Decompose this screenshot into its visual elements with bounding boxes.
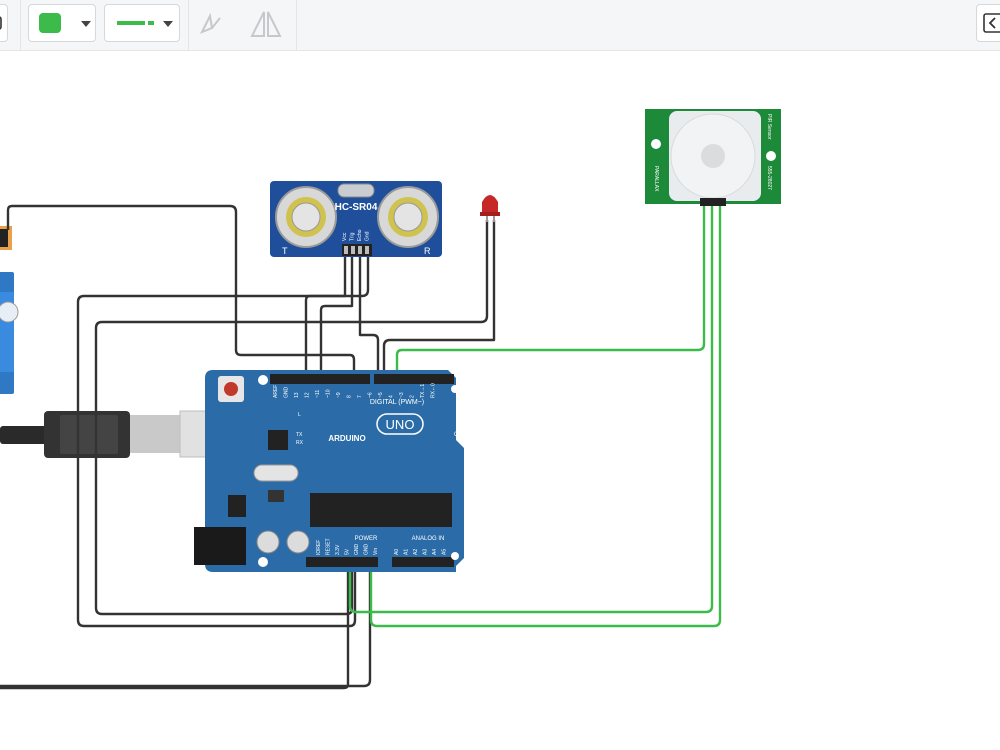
arduino-l-label: L [298, 412, 301, 418]
digital-pin-label: ~9 [336, 392, 342, 398]
digital-pin-label: 8 [347, 395, 353, 398]
panel-icon [0, 16, 2, 30]
analog-pin-label: A3 [423, 549, 429, 555]
power-pin-label: RESET [326, 538, 332, 555]
digital-pin-label: ~10 [326, 389, 332, 398]
ultrasonic-pin-label: Vcc [342, 232, 348, 241]
arduino-model: UNO [386, 417, 415, 432]
toolbar [0, 0, 1000, 51]
ultrasonic-pin-label: Trig [350, 232, 356, 241]
power-pin-label: GND [364, 544, 370, 556]
analog-label: ANALOG IN [412, 536, 445, 542]
analog-pin-label: A5 [442, 549, 448, 555]
digital-pin-label: GND [284, 387, 290, 399]
digital-pin-label: 13 [294, 392, 300, 398]
analog-pin-label: A4 [432, 549, 438, 555]
pir-brand: PARALLAX [653, 166, 659, 192]
digital-pin-label: 12 [305, 392, 311, 398]
digital-pin-label: 4 [389, 395, 395, 398]
power-pin-label: 5V [345, 548, 351, 555]
digital-pin-label: 2 [410, 395, 416, 398]
power-pin-label: GND [354, 544, 360, 556]
arduino-on-label: ON [454, 432, 463, 438]
chevron-down-icon [163, 21, 173, 27]
digital-pin-label: ~11 [315, 390, 321, 398]
digital-pin-label: 7 [357, 395, 363, 398]
digital-label: DIGITAL (PWM~) [370, 399, 424, 406]
arduino-brand: ARDUINO [328, 434, 365, 443]
digital-pin-label: ~6 [368, 392, 374, 398]
ultrasonic-sensor[interactable]: HC-SR04 T R [270, 181, 442, 257]
wire-style-dash [148, 21, 154, 25]
analog-pin-label: A2 [413, 549, 419, 555]
power-pin-label: IOREF [316, 540, 322, 555]
panel-toggle-button[interactable] [0, 4, 8, 42]
digital-pin-label: RX←0 [431, 383, 437, 398]
fill-color-button[interactable] [28, 4, 96, 42]
digital-pin-label: AREF [273, 385, 279, 398]
wire-style-swatch [117, 21, 145, 25]
ultrasonic-model: HC-SR04 [335, 202, 378, 213]
red-led[interactable] [480, 195, 500, 222]
toolbar-divider [188, 0, 189, 50]
mirror-icon[interactable] [248, 8, 284, 40]
flip-icon[interactable] [198, 10, 224, 38]
digital-pin-label: TX→1 [420, 384, 426, 398]
green-wires[interactable] [348, 206, 722, 628]
servo-motor[interactable] [0, 226, 19, 394]
digital-pin-label: ~5 [378, 392, 384, 398]
arduino-rx-label: RX [296, 440, 304, 446]
pir-part: 555-28027 [766, 166, 772, 190]
pir-name: PIR Sensor [766, 114, 772, 140]
collapse-panel-icon [983, 13, 1000, 33]
fill-color-swatch [39, 13, 61, 33]
ultrasonic-pin-label: Gnd [365, 231, 371, 241]
analog-pin-label: A1 [404, 549, 410, 555]
arduino-tx-label: TX [296, 432, 303, 438]
toolbar-divider [296, 0, 297, 50]
power-label: POWER [355, 536, 378, 542]
toolbar-divider [20, 0, 21, 50]
power-pin-label: 3.3V [335, 544, 341, 555]
digital-pin-label: ~3 [399, 392, 405, 398]
wire-style-button[interactable] [104, 4, 180, 42]
chevron-down-icon [81, 21, 91, 27]
ultrasonic-t: T [282, 246, 288, 256]
analog-pin-label: A0 [394, 549, 400, 555]
pir-sensor[interactable]: PIR Sensor 555-28027 PARALLAX [645, 109, 781, 206]
ultrasonic-r: R [424, 246, 431, 256]
power-pin-label: Vin [373, 548, 379, 555]
collapse-panel-button[interactable] [976, 4, 1000, 42]
ultrasonic-pin-label: Echo [357, 229, 363, 241]
circuit-canvas[interactable]: HC-SR04 T R PIR Sensor 555-28027 PARALLA… [0, 51, 1000, 750]
arduino-uno[interactable]: DIGITAL (PWM~) ARDUINO UNO ON TX RX L PO… [194, 370, 464, 572]
black-wires[interactable] [0, 204, 496, 690]
